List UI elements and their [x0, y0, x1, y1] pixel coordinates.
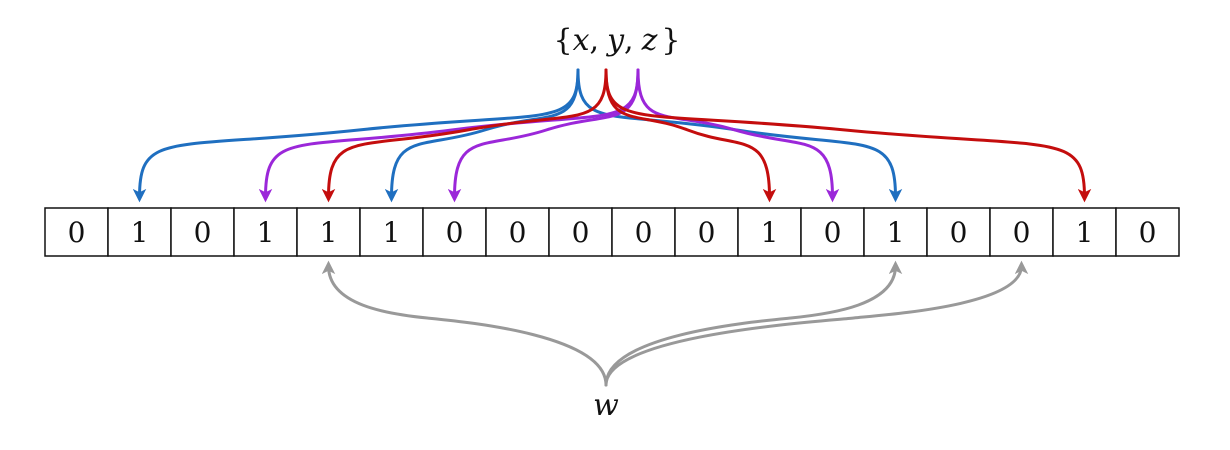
- bit-cell-box: [44, 207, 109, 257]
- bit-cell: 0: [44, 207, 109, 257]
- hash-arrow-w: [604, 260, 903, 387]
- bit-cell: 0: [989, 207, 1054, 257]
- bit-value: 0: [1139, 216, 1157, 249]
- hash-arrow-x: [384, 68, 580, 203]
- hash-arrow-z: [636, 68, 840, 203]
- bit-cell-box: [737, 207, 802, 257]
- bit-value: 0: [194, 216, 212, 249]
- bit-cell: 0: [1115, 207, 1180, 257]
- bit-cell-box: [863, 207, 928, 257]
- bit-cell: 1: [1052, 207, 1117, 257]
- bit-value: 1: [320, 216, 338, 249]
- bit-cell: 0: [800, 207, 865, 257]
- bit-value: 1: [383, 216, 401, 249]
- set-separator-1: ,: [590, 23, 600, 58]
- bit-cell: 0: [170, 207, 235, 257]
- bit-cell: 0: [548, 207, 613, 257]
- hash-arrow-z: [447, 68, 640, 203]
- bit-value: 0: [509, 216, 527, 249]
- bit-cell: 1: [107, 207, 172, 257]
- bit-value: 0: [1013, 216, 1031, 249]
- set-separator-2: ,: [624, 23, 634, 58]
- set-label: {x,y,z}: [554, 23, 681, 58]
- query-label: w: [593, 388, 619, 423]
- bit-cell-box: [800, 207, 865, 257]
- bit-value: 0: [950, 216, 968, 249]
- bit-cell: 0: [926, 207, 991, 257]
- hash-arrow-w: [604, 260, 1029, 387]
- bit-value: 0: [824, 216, 842, 249]
- bit-cell-box: [1115, 207, 1180, 257]
- bit-cell: 1: [233, 207, 298, 257]
- hash-arrow-z: [258, 68, 640, 203]
- bit-cell: 0: [422, 207, 487, 257]
- bit-array: 0 1 0 1 1 1 0 0 0 0 0 1 0 1 0 0 1 0: [44, 207, 1180, 257]
- bit-value: 0: [635, 216, 653, 249]
- bit-cell-box: [359, 207, 424, 257]
- bit-cell-box: [233, 207, 298, 257]
- bit-value: 0: [446, 216, 464, 249]
- bit-value: 1: [887, 216, 905, 249]
- hash-arrow-x: [576, 68, 903, 203]
- set-open-brace: {: [554, 23, 573, 58]
- bit-value: 1: [131, 216, 149, 249]
- bit-cell: 1: [737, 207, 802, 257]
- bit-cell-box: [107, 207, 172, 257]
- set-element-x: x: [573, 23, 590, 58]
- bit-cell-box: [170, 207, 235, 257]
- hash-arrow-w: [321, 260, 608, 387]
- set-element-z: z: [641, 23, 658, 58]
- bit-value: 1: [761, 216, 779, 249]
- bit-value: 1: [1076, 216, 1094, 249]
- set-hash-arrows: [132, 68, 1092, 203]
- bit-cell: 0: [485, 207, 550, 257]
- bit-cell: 1: [359, 207, 424, 257]
- bit-cell-box: [674, 207, 739, 257]
- set-close-brace: }: [661, 23, 680, 58]
- hash-arrow-x: [132, 68, 580, 203]
- set-element-y: y: [605, 23, 625, 58]
- hash-arrow-y: [604, 68, 777, 203]
- bit-value: 0: [698, 216, 716, 249]
- bit-cell: 0: [674, 207, 739, 257]
- query-hash-arrows: [321, 260, 1029, 387]
- bit-value: 0: [68, 216, 86, 249]
- bit-cell: 1: [296, 207, 361, 257]
- hash-arrow-y: [604, 68, 1092, 203]
- bit-value: 0: [572, 216, 590, 249]
- hash-arrow-y: [321, 68, 608, 203]
- bit-cell-box: [611, 207, 676, 257]
- bit-cell: 0: [611, 207, 676, 257]
- bit-value: 1: [257, 216, 275, 249]
- bit-cell: 1: [863, 207, 928, 257]
